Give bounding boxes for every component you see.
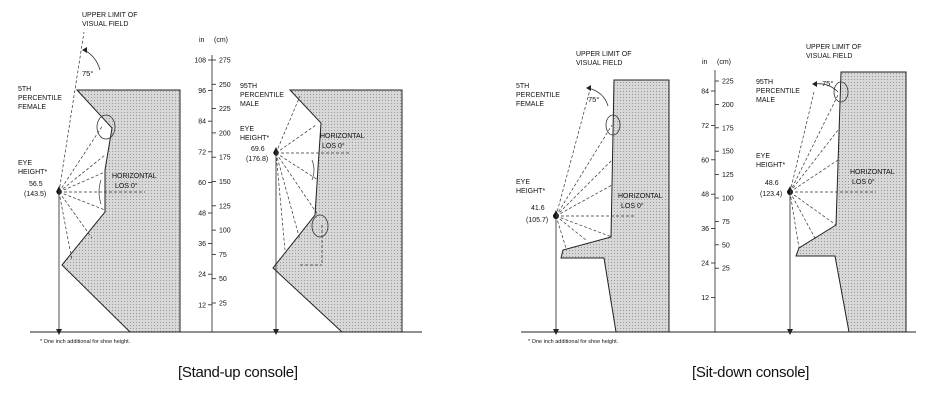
cm-tick-label: 275 bbox=[219, 58, 231, 65]
cm-tick-label: 150 bbox=[219, 179, 231, 186]
inch-tick-label: 36 bbox=[701, 226, 709, 233]
inch-tick-label: 12 bbox=[198, 302, 206, 309]
arrow-left-icon bbox=[812, 81, 817, 87]
scale-in-header: in bbox=[199, 37, 205, 44]
cm-tick-label: 225 bbox=[722, 79, 734, 86]
female-percentile-label: 5TH PERCENTILE FEMALE bbox=[18, 86, 64, 111]
male-eye-height-label: EYE HEIGHT* 69.6 (176.8) bbox=[240, 126, 271, 163]
inch-tick-label: 72 bbox=[198, 149, 206, 156]
scale-cm-header: (cm) bbox=[717, 59, 731, 66]
arrow-down-icon bbox=[56, 329, 62, 335]
cm-tick-label: 200 bbox=[219, 130, 231, 137]
inch-tick-label: 12 bbox=[701, 295, 709, 302]
upper-limit-label-female: UPPER LIMIT OF VISUAL FIELD bbox=[576, 51, 633, 67]
height-scale: in (cm) 108 96 84 72 60 48 36 24 12 275 250 225 200… bbox=[194, 37, 231, 332]
sit-down-caption: [Sit-down console] bbox=[692, 364, 810, 381]
horizontal-los-label: HORIZONTAL LOS 0° bbox=[112, 173, 158, 190]
cm-ticks: 275 250 225 200 175 150 125 100 75 50 25 bbox=[212, 58, 231, 308]
cm-tick-label: 75 bbox=[219, 252, 227, 259]
angle-label: 75° bbox=[82, 69, 93, 78]
sit-down-console-diagram: UPPER LIMIT OF VISUAL FIELD 75° 5TH PERC… bbox=[466, 0, 933, 400]
male-console-shape bbox=[272, 89, 403, 333]
female-console-shape bbox=[560, 79, 670, 333]
inch-tick-label: 60 bbox=[701, 157, 709, 164]
cm-tick-label: 75 bbox=[722, 219, 730, 226]
inch-tick-label: 84 bbox=[701, 89, 709, 96]
inch-tick-label: 24 bbox=[198, 272, 206, 279]
stand-up-caption: [Stand-up console] bbox=[178, 364, 298, 381]
arrow-left-icon bbox=[586, 85, 591, 91]
female-eye-height-label: EYE HEIGHT* 41.6 (105.7) bbox=[516, 179, 548, 224]
male-percentile-label: 95TH PERCENTILE MALE bbox=[240, 83, 286, 108]
male-sight-lines bbox=[789, 91, 876, 249]
focus-circle bbox=[96, 114, 116, 140]
cm-tick-label: 100 bbox=[219, 228, 231, 235]
stand-up-console-diagram: UPPER LIMIT OF VISUAL FIELD 75° 5TH PERC… bbox=[0, 0, 466, 400]
cm-tick-label: 50 bbox=[722, 242, 730, 249]
inch-tick-label: 72 bbox=[701, 123, 709, 130]
stand-up-diagram-svg: UPPER LIMIT OF VISUAL FIELD 75° 5TH PERC… bbox=[18, 12, 422, 345]
female-sight-lines bbox=[555, 85, 636, 249]
cm-tick-label: 200 bbox=[722, 102, 734, 109]
inch-tick-label: 84 bbox=[198, 119, 206, 126]
height-scale: in (cm) 84 72 60 48 36 24 12 225 200 175 150 125 10… bbox=[701, 59, 734, 332]
angle-label: 75° bbox=[588, 95, 599, 104]
angle-arc bbox=[98, 179, 102, 205]
arrow-down-icon bbox=[273, 329, 279, 335]
focus-circle bbox=[833, 81, 849, 103]
horizontal-los-label: HORIZONTAL LOS 0° bbox=[618, 193, 664, 210]
male-percentile-label: 95TH PERCENTILE MALE bbox=[756, 79, 802, 104]
cm-tick-label: 25 bbox=[722, 266, 730, 273]
footnote: * One inch additional for shoe height. bbox=[40, 339, 131, 345]
footnote: * One inch additional for shoe height. bbox=[528, 339, 619, 345]
cm-tick-label: 175 bbox=[722, 125, 734, 132]
focus-circle bbox=[605, 114, 621, 136]
inch-ticks: 108 96 84 72 60 48 36 24 12 bbox=[194, 58, 212, 309]
scale-in-header: in bbox=[702, 59, 708, 66]
angle-arc bbox=[311, 159, 315, 181]
arrow-left-icon bbox=[82, 47, 87, 53]
female-sight-lines bbox=[58, 31, 145, 261]
male-eye-height-label: EYE HEIGHT* 48.6 (123.4) bbox=[756, 153, 787, 198]
inch-tick-label: 96 bbox=[198, 88, 206, 95]
inch-tick-label: 48 bbox=[198, 211, 206, 218]
cm-tick-label: 150 bbox=[722, 149, 734, 156]
sit-down-diagram-svg: UPPER LIMIT OF VISUAL FIELD 75° 5TH PERC… bbox=[516, 44, 916, 345]
cm-tick-label: 175 bbox=[219, 155, 231, 162]
cm-ticks: 225 200 175 150 125 100 75 50 25 bbox=[715, 79, 734, 273]
horizontal-los-label: HORIZONTAL LOS 0° bbox=[320, 133, 366, 150]
female-percentile-label: 5TH PERCENTILE FEMALE bbox=[516, 83, 562, 108]
scale-cm-header: (cm) bbox=[214, 37, 228, 44]
angle-arc bbox=[83, 49, 101, 71]
upper-limit-label-male: UPPER LIMIT OF VISUAL FIELD bbox=[806, 44, 863, 60]
cm-tick-label: 100 bbox=[722, 196, 734, 203]
female-console-shape bbox=[61, 89, 181, 333]
inch-tick-label: 48 bbox=[701, 192, 709, 199]
cm-tick-label: 25 bbox=[219, 301, 227, 308]
inch-ticks: 84 72 60 48 36 24 12 bbox=[701, 89, 715, 302]
arrow-down-icon bbox=[553, 329, 559, 335]
inch-tick-label: 60 bbox=[198, 180, 206, 187]
angle-label: 75° bbox=[822, 79, 833, 88]
focus-circle bbox=[311, 214, 329, 238]
female-eye-height-label: EYE HEIGHT* 56.5 (143.5) bbox=[18, 160, 49, 198]
male-sight-lines bbox=[275, 95, 350, 266]
inch-tick-label: 108 bbox=[194, 58, 206, 65]
cm-tick-label: 250 bbox=[219, 82, 231, 89]
male-console-shape bbox=[795, 71, 907, 333]
arrow-down-icon bbox=[787, 329, 793, 335]
cm-tick-label: 50 bbox=[219, 276, 227, 283]
horizontal-los-label: HORIZONTAL LOS 0° bbox=[850, 169, 896, 186]
cm-tick-label: 225 bbox=[219, 106, 231, 113]
cm-tick-label: 125 bbox=[722, 172, 734, 179]
inch-tick-label: 24 bbox=[701, 261, 709, 268]
inch-tick-label: 36 bbox=[198, 241, 206, 248]
upper-limit-label: UPPER LIMIT OF VISUAL FIELD bbox=[82, 12, 139, 28]
cm-tick-label: 125 bbox=[219, 203, 231, 210]
